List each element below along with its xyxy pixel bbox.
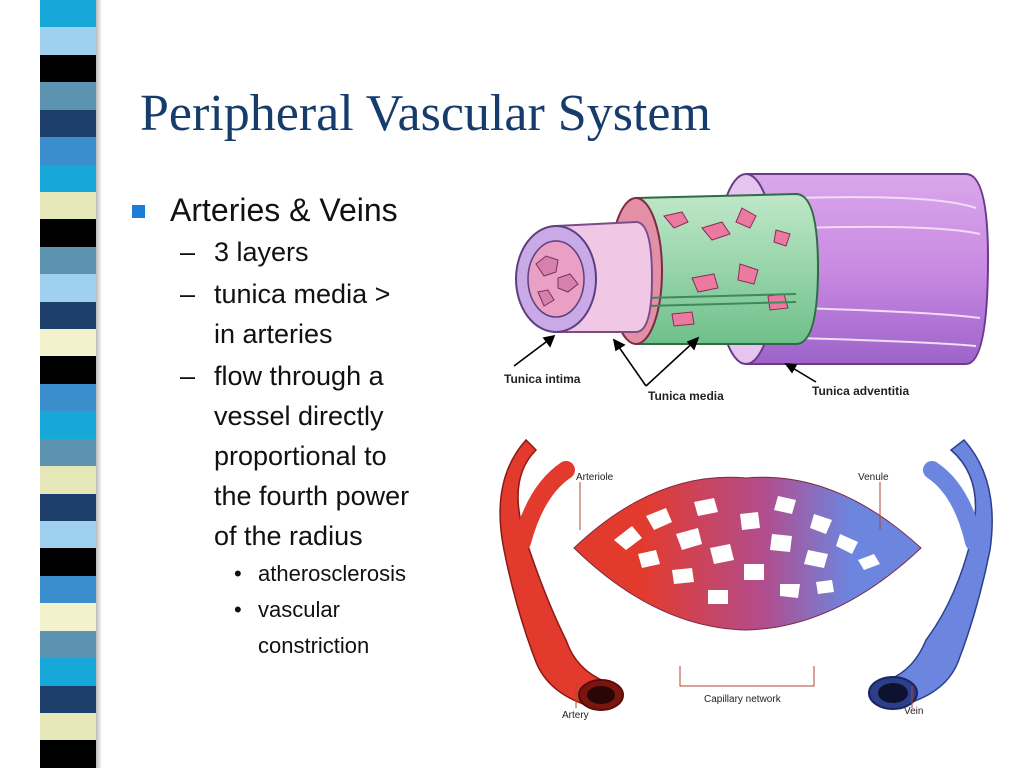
sub-bullet-text-line: in arteries — [214, 319, 333, 349]
capillary-network-diagram: Arteriole Venule Artery Vein Capillary n… — [499, 438, 993, 721]
capillary-bed — [573, 476, 922, 631]
stripe-block — [40, 383, 96, 412]
label-capillary-network: Capillary network — [704, 694, 782, 705]
dash-icon: – — [180, 361, 196, 391]
subsub-bullet-text: atherosclerosis — [258, 561, 406, 586]
slide-title: Peripheral Vascular System — [140, 85, 711, 142]
bullet-text: Arteries & Veins — [170, 192, 398, 228]
stripe-block — [40, 493, 96, 522]
stripe-block — [40, 658, 96, 686]
stripe-shadow — [96, 0, 102, 768]
stripe-block — [40, 685, 96, 713]
dash-icon: – — [180, 237, 196, 267]
vessel-layers-diagram: Tunica intima Tunica media Tunica advent… — [504, 173, 990, 403]
subsub-bullet-atherosclerosis: • atherosclerosis — [130, 556, 470, 592]
stripe-block — [40, 356, 96, 384]
stripe-block — [40, 329, 96, 357]
stripe-block — [40, 630, 96, 659]
stripe-block — [40, 191, 96, 220]
sub-bullet-layers: – 3 layers — [130, 232, 470, 272]
sub-bullet-text: 3 layers — [214, 237, 309, 267]
stripe-block — [40, 82, 96, 110]
label-artery: Artery — [562, 710, 589, 721]
sub-bullet-text-line: flow through a — [214, 361, 384, 391]
artery-vessel — [499, 438, 624, 711]
label-tunica-adventitia: Tunica adventitia — [812, 384, 909, 398]
label-venule: Venule — [858, 472, 889, 483]
stripe-block — [40, 521, 96, 549]
stripe-block — [40, 740, 96, 768]
stripe-block — [40, 27, 96, 55]
subsub-bullet-text-line: constriction — [258, 633, 370, 658]
subsub-bullet-text-line: vascular — [258, 597, 340, 622]
stripe-block — [40, 411, 96, 439]
sub-bullet-text-line: the fourth power — [214, 481, 410, 511]
dot-icon: • — [234, 561, 242, 586]
stripe-block — [40, 137, 96, 165]
sub-bullet-text-line: vessel directly — [214, 401, 384, 431]
decorative-stripe — [40, 0, 96, 768]
square-bullet-icon — [132, 205, 145, 218]
tunica-intima-layer — [515, 220, 654, 333]
stripe-block — [40, 438, 96, 467]
sub-bullet-text-line: proportional to — [214, 441, 387, 471]
stripe-block — [40, 54, 96, 83]
label-tunica-intima: Tunica intima — [504, 372, 581, 386]
sub-bullet-flow: – flow through a vessel directly proport… — [130, 356, 470, 556]
stripe-block — [40, 301, 96, 330]
label-arteriole: Arteriole — [576, 472, 614, 483]
stripe-block — [40, 109, 96, 138]
sub-bullet-text-line: tunica media > — [214, 279, 391, 309]
stripe-block — [40, 219, 96, 247]
bullet-arteries-veins: Arteries & Veins — [130, 190, 470, 230]
stripe-block — [40, 466, 96, 494]
stripe-block — [40, 164, 96, 192]
slide-bullets: Arteries & Veins – 3 layers – tunica med… — [130, 190, 470, 664]
label-tunica-media: Tunica media — [648, 389, 724, 403]
stripe-block — [40, 548, 96, 576]
dash-icon: – — [180, 279, 196, 309]
diagram-leader-lines — [575, 482, 913, 708]
sub-bullet-text-line: of the radius — [214, 521, 363, 551]
stripe-block — [40, 603, 96, 631]
stripe-block — [40, 0, 96, 28]
dot-icon: • — [234, 597, 242, 622]
stripe-block — [40, 712, 96, 741]
label-vein: Vein — [904, 706, 923, 717]
stripe-block — [40, 274, 96, 302]
stripe-block — [40, 246, 96, 275]
sub-bullet-tunica-media: – tunica media > in arteries — [130, 274, 470, 354]
subsub-bullet-vascular-constriction: • vascular constriction — [130, 592, 470, 664]
stripe-block — [40, 575, 96, 604]
vein-vessel — [868, 438, 993, 710]
label-pointers — [513, 334, 817, 387]
